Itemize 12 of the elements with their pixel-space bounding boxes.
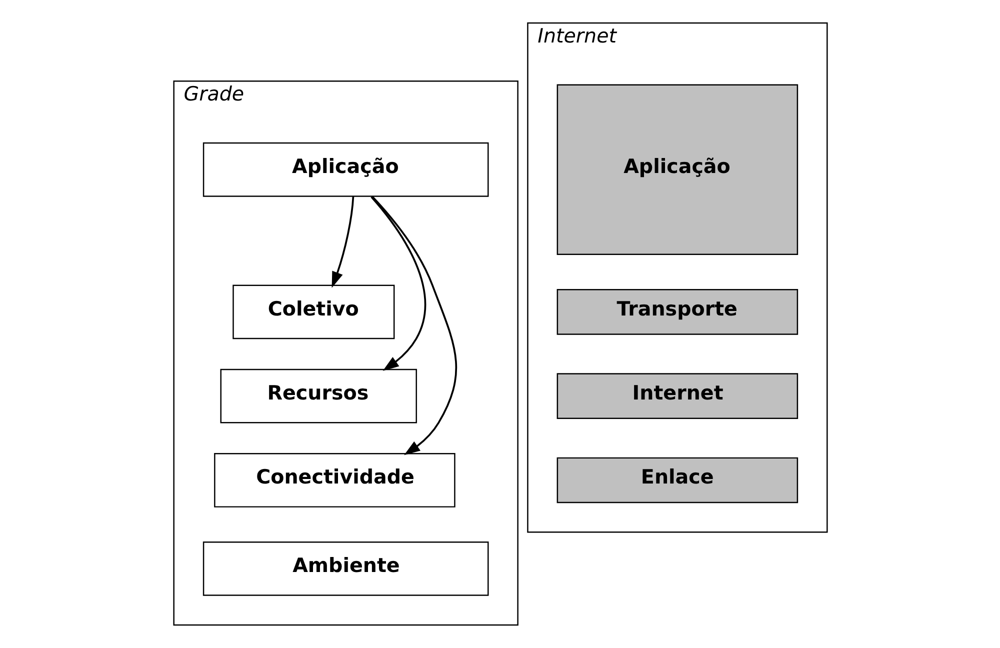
arrow — [370, 196, 426, 371]
node-box: Coletivo — [232, 284, 394, 340]
node-box: Internet — [556, 373, 798, 419]
node-box: Enlace — [556, 457, 798, 504]
node-box: Ambiente — [202, 541, 488, 596]
node-box: Transporte — [556, 289, 798, 335]
node-box: Aplicação — [202, 142, 488, 197]
node-box: Aplicação — [556, 84, 798, 256]
node-box: Recursos — [220, 368, 416, 424]
arrow — [331, 196, 354, 288]
arrow — [370, 196, 457, 456]
node-box: Conectividade — [214, 453, 455, 508]
